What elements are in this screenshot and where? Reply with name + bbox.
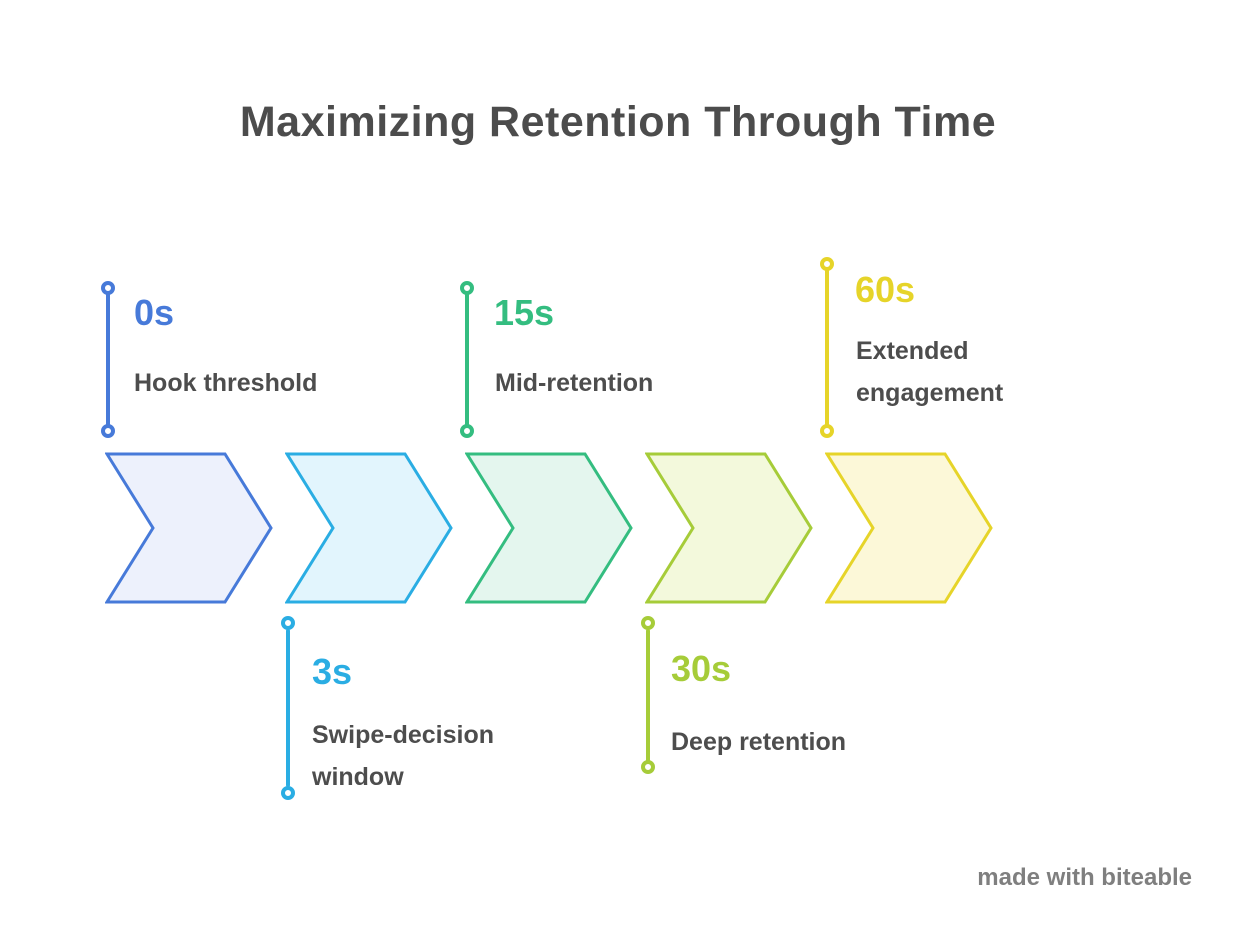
stage-label-30s: Deep retention [671,728,847,756]
chevron-arrow-stage-2 [285,452,453,604]
stage-label-60s: Extended engagement [856,337,1004,407]
watermark-credit: made with biteable [977,864,1192,891]
time-label-0s: 0s [134,292,175,333]
marker-dot-top-60s [820,257,834,271]
chevron-arrow-stage-3 [465,452,633,604]
chevron-icon [645,452,813,604]
marker-line-0s [106,289,110,431]
chevron-icon [465,452,633,604]
time-label-60s: 60s [855,269,916,310]
chevron-arrow-stage-5 [825,452,993,604]
chevron-arrow-stage-4 [645,452,813,604]
stage-label-15s: Mid-retention [495,369,654,397]
chevron-icon [285,452,453,604]
time-label-3s: 3s [312,651,353,692]
chevron-icon [825,452,993,604]
marker-dot-top-15s [460,281,474,295]
marker-dot-top-30s [641,616,655,630]
marker-line-3s [286,629,290,787]
marker-dot-top-3s [281,616,295,630]
time-label-30s: 30s [671,648,732,689]
chevron-icon [105,452,273,604]
chevron-arrow-stage-1 [105,452,273,604]
marker-dot-top-0s [101,281,115,295]
marker-dot-bottom-15s [460,424,474,438]
marker-line-15s [465,289,469,431]
marker-line-60s [825,266,829,428]
stage-label-3s: Swipe-decision window [312,721,494,791]
marker-dot-bottom-3s [281,786,295,800]
page-title: Maximizing Retention Through Time [239,98,997,146]
marker-dot-bottom-30s [641,760,655,774]
time-label-15s: 15s [494,292,555,333]
stage-label-0s: Hook threshold [134,369,318,397]
marker-dot-bottom-0s [101,424,115,438]
marker-dot-bottom-60s [820,424,834,438]
marker-line-30s [646,629,650,763]
